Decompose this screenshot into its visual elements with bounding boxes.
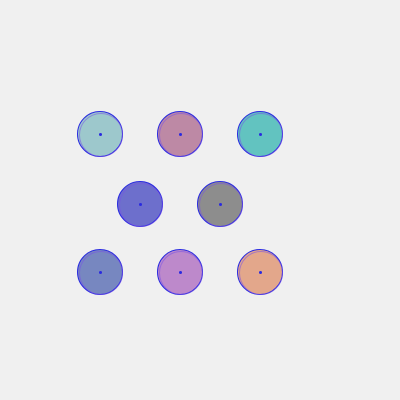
circle-outline [239,113,283,157]
circle-outline [159,251,203,295]
circle-node[interactable] [237,111,283,157]
circle-outline [159,113,203,157]
center-dot [178,132,182,136]
circle-node[interactable] [77,111,123,157]
center-dot [138,202,142,206]
circle-node[interactable] [197,181,243,227]
circle-outline [239,251,283,295]
center-dot [178,270,182,274]
circle-outline [199,183,243,227]
circle-outline [119,183,163,227]
center-dot [218,202,222,206]
circle-node[interactable] [157,111,203,157]
circle-node[interactable] [157,249,203,295]
circle-node[interactable] [117,181,163,227]
circle-node[interactable] [77,249,123,295]
center-dot [98,270,102,274]
center-dot [258,132,262,136]
circle-outline [79,251,123,295]
center-dot [98,132,102,136]
circle-node[interactable] [237,249,283,295]
circle-outline [79,113,123,157]
center-dot [258,270,262,274]
